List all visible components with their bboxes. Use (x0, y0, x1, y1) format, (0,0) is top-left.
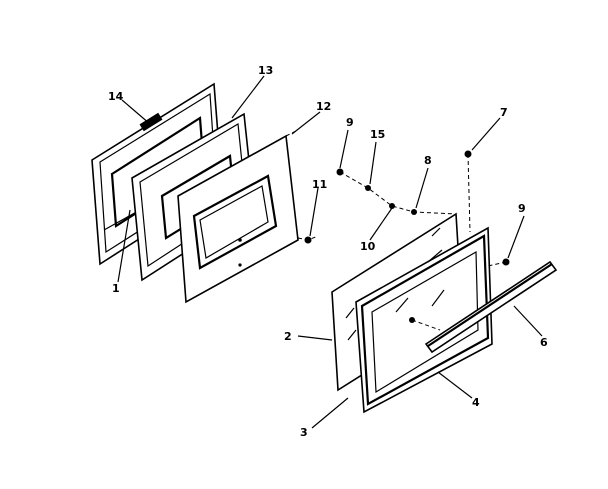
callout-13: 13 (258, 64, 273, 77)
callout-6: 6 (540, 336, 548, 349)
callout-11: 11 (312, 178, 327, 191)
callout-12: 12 (316, 100, 331, 113)
callout-9-top: 9 (346, 116, 354, 129)
callout-10: 10 (360, 240, 376, 253)
callout-3: 3 (300, 426, 308, 439)
callout-9-right: 9 (518, 202, 526, 215)
callout-8: 8 (424, 154, 432, 167)
callout-labels: 14 13 12 9 15 8 7 11 10 9 1 2 6 4 3 (108, 64, 548, 439)
callout-14: 14 (108, 90, 124, 103)
callout-7: 7 (500, 106, 508, 119)
callout-2: 2 (284, 330, 292, 343)
assembly-lines (285, 129, 507, 331)
part-4-door-frame (355, 226, 493, 414)
part-12-door-liner (177, 134, 299, 304)
callout-1: 1 (112, 282, 120, 295)
leader-lines (117, 75, 543, 429)
callout-15: 15 (370, 128, 385, 141)
callout-4: 4 (472, 396, 480, 409)
part-6-door-handle (424, 260, 558, 354)
